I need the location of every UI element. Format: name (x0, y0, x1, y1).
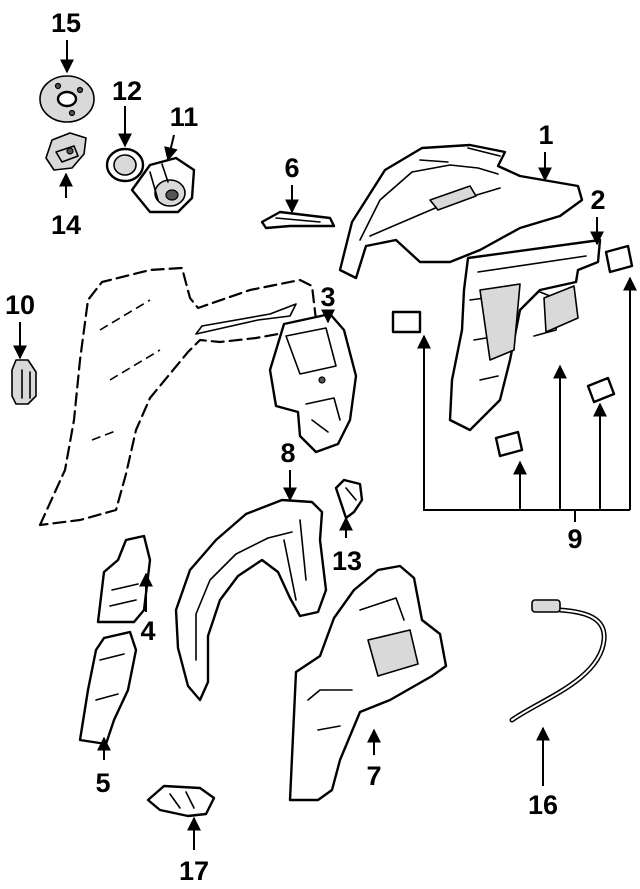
callout-6: 6 (284, 153, 299, 183)
part-4-extension (96, 534, 152, 624)
part-16-cable (509, 599, 607, 723)
part-2-lower-panel (448, 238, 602, 432)
callout-labels: 15 14 12 11 6 1 2 3 10 8 13 4 5 7 9 16 1… (5, 8, 606, 886)
callout-13: 13 (332, 546, 362, 576)
callout-3: 3 (320, 282, 335, 312)
callout-5: 5 (95, 768, 110, 798)
part-1-upper-panel (338, 143, 584, 280)
quarter-panel-outline (38, 266, 318, 527)
part-3-reinforcement (268, 312, 358, 454)
callout-8: 8 (280, 438, 295, 468)
callout-2: 2 (590, 185, 605, 215)
callout-10: 10 (5, 290, 35, 320)
part-7-wheelhouse-lower (288, 564, 448, 802)
callout-14: 14 (51, 210, 81, 240)
part-10-plug (11, 359, 37, 405)
part-9-pads (391, 244, 634, 458)
part-8-wheelhouse-upper (174, 498, 328, 702)
part-11-housing (130, 156, 196, 214)
callout-9: 9 (567, 524, 582, 554)
callout-15: 15 (51, 8, 81, 38)
part-17-bracket (146, 784, 216, 818)
part-12-grommet (105, 147, 145, 183)
part-15-ring (39, 75, 95, 123)
leader-lines (13, 40, 637, 850)
part-5-lower-extension (78, 630, 138, 746)
callout-16: 16 (528, 790, 558, 820)
callout-11: 11 (170, 102, 199, 132)
callout-17: 17 (179, 856, 209, 886)
callout-12: 12 (112, 76, 142, 106)
part-14-hinge (45, 132, 87, 171)
part-6-bracket (260, 210, 336, 230)
callout-4: 4 (140, 616, 155, 646)
callout-7: 7 (366, 761, 381, 791)
part-13-clip (334, 478, 364, 520)
callout-1: 1 (538, 120, 553, 150)
